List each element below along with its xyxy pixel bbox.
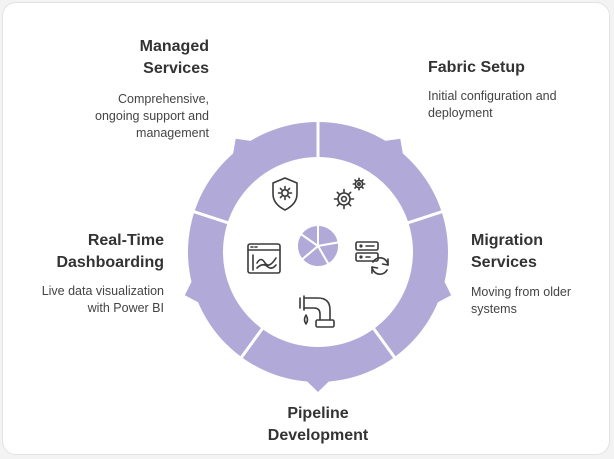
segment-separator bbox=[405, 209, 445, 225]
pipe-faucet-icon bbox=[299, 295, 335, 328]
arrow-tip-fabric-setup bbox=[379, 138, 404, 160]
managed-services-title: Managed Services bbox=[139, 38, 209, 77]
real-time-dashboarding-description: Live data visualization with Power BI bbox=[41, 284, 164, 315]
pie-chart-icon bbox=[296, 223, 340, 268]
arrow-tip-managed-services bbox=[232, 138, 257, 160]
real-time-dashboarding-title: Real-Time Dashboarding bbox=[56, 232, 164, 271]
arrow-tip-real-time-dashboarding bbox=[184, 276, 204, 306]
gears-icon bbox=[333, 177, 366, 210]
shield-gear-icon bbox=[272, 177, 298, 211]
migration-services-title: Migration Services bbox=[471, 232, 543, 271]
managed-services-description: Comprehensive, ongoing support and manag… bbox=[95, 92, 209, 140]
segment-separator bbox=[191, 209, 231, 225]
fabric-setup-title: Fabric Setup bbox=[428, 59, 525, 76]
server-sync-icon bbox=[355, 241, 389, 275]
dashboard-chart-icon bbox=[247, 243, 281, 274]
arrow-tip-migration-services bbox=[432, 276, 452, 306]
segment-separator bbox=[371, 326, 397, 360]
cycle-ring bbox=[184, 120, 452, 392]
arrow-tip-pipeline-development bbox=[302, 377, 334, 392]
fabric-setup-description: Initial configuration and deployment bbox=[428, 89, 557, 120]
pipeline-development-title: Pipeline Development bbox=[267, 405, 369, 444]
migration-services-description: Moving from older systems bbox=[471, 285, 572, 316]
segment-separator bbox=[239, 326, 265, 360]
pie-slice bbox=[299, 223, 319, 248]
